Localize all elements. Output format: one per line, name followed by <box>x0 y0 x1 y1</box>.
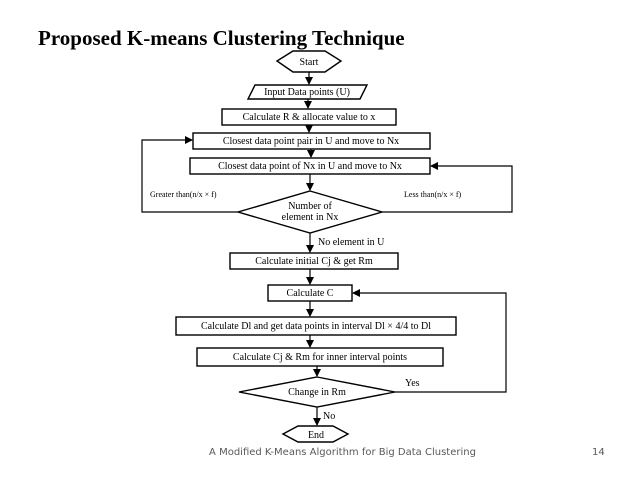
yes-label: Yes <box>405 378 420 389</box>
calc-r-label: Calculate R & allocate value to x <box>243 112 376 123</box>
start-label: Start <box>300 57 319 68</box>
edge-greater-loop <box>141 136 238 213</box>
decision-node: Number of element in Nx <box>235 190 385 234</box>
calc-cj-rm-node: Calculate Cj & Rm for inner interval poi… <box>196 347 444 367</box>
decision-label-2: element in Nx <box>282 212 339 223</box>
calc-r-node: Calculate R & allocate value to x <box>221 108 397 126</box>
calc-cj-rm-label: Calculate Cj & Rm for inner interval poi… <box>233 352 407 363</box>
change-decision-node: Change in Rm <box>238 376 396 408</box>
closest-pair-label: Closest data point pair in U and move to… <box>223 136 399 147</box>
closest-point-label: Closest data point of Nx in U and move t… <box>218 161 402 172</box>
input-label: Input Data points (U) <box>264 87 350 98</box>
slide-footer: A Modified K-Means Algorithm for Big Dat… <box>209 447 476 458</box>
start-node: Start <box>275 50 343 73</box>
greater-than-label: Greater than(n/x × f) <box>150 190 217 199</box>
input-node: Input Data points (U) <box>246 84 369 100</box>
closest-point-node: Closest data point of Nx in U and move t… <box>189 157 431 175</box>
calc-dl-label: Calculate Dl and get data points in inte… <box>201 321 431 332</box>
calc-dl-node: Calculate Dl and get data points in inte… <box>175 316 457 336</box>
calc-c-node: Calculate C <box>267 284 353 302</box>
page-number: 14 <box>592 447 605 458</box>
closest-pair-node: Closest data point pair in U and move to… <box>192 132 431 150</box>
change-rm-label: Change in Rm <box>288 387 346 398</box>
calc-initial-node: Calculate initial Cj & get Rm <box>229 252 399 270</box>
slide-title: Proposed K-means Clustering Technique <box>38 26 405 50</box>
calc-c-label: Calculate C <box>287 288 334 299</box>
edge-yes-loop <box>352 289 507 393</box>
end-node: End <box>281 425 350 443</box>
decision-label-1: Number of <box>288 201 332 212</box>
no-element-label: No element in U <box>318 237 385 248</box>
less-than-label: Less than(n/x × f) <box>404 190 462 199</box>
end-label: End <box>308 430 324 441</box>
edge-less-loop <box>382 162 513 213</box>
no-label: No <box>323 411 335 422</box>
calc-initial-label: Calculate initial Cj & get Rm <box>255 256 373 267</box>
